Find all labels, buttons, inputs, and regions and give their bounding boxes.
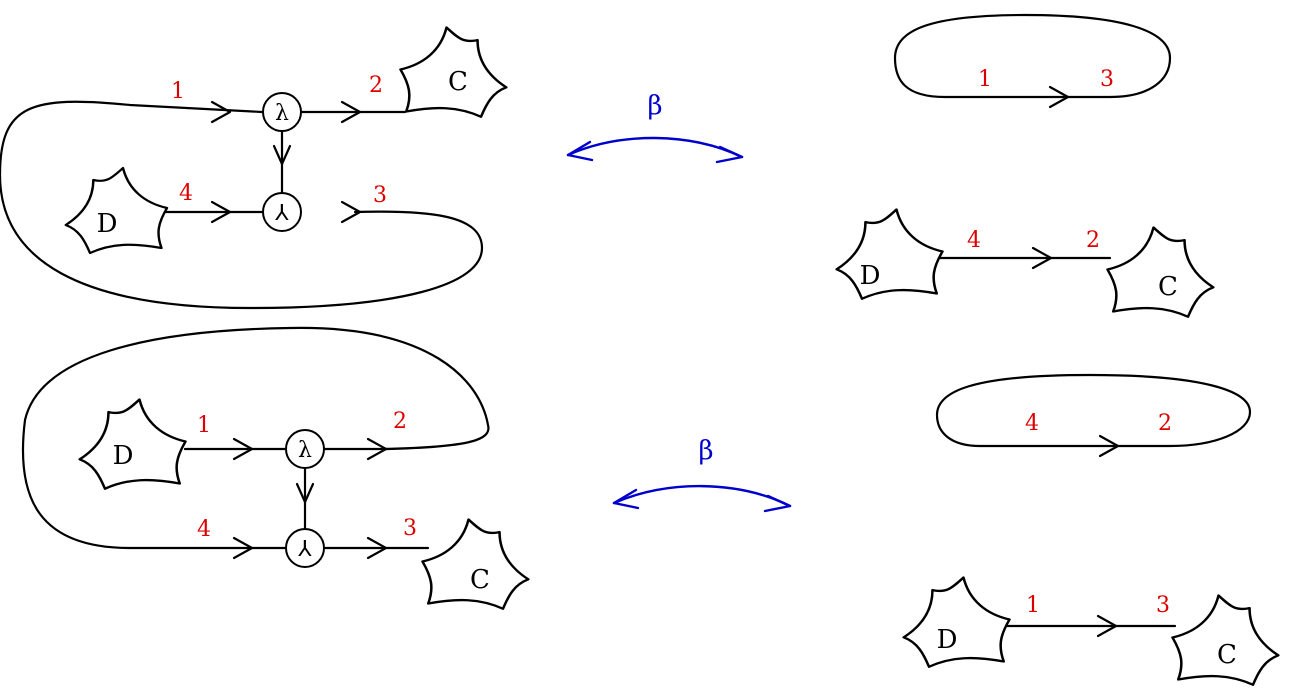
arrow-icon [295,482,315,504]
arrow-icon [715,145,744,164]
port-label: 1 [1026,593,1040,618]
beta-reduction-top: β [566,91,744,164]
arrow-icon [210,200,232,224]
port-label: 2 [369,73,383,98]
port-label: 2 [393,409,407,434]
wire-loop-1-3 [0,100,484,310]
port-label: 3 [1100,67,1114,92]
arrow-icon [566,140,594,162]
arrow-icon [1096,614,1118,638]
arrow-icon [232,437,254,461]
wire-loop-2-4 [21,326,490,550]
apply-node [285,528,325,568]
agent-c-bottom-right: C [1171,594,1280,687]
port-label: 3 [1156,593,1170,618]
agent-c-label: C [470,565,490,595]
agent-d-label: D [97,209,118,239]
port-label: 1 [197,413,211,438]
apply-node [262,192,302,232]
agent-d-top-left: D [64,166,169,255]
arrow-icon [272,144,292,166]
arrow-icon [340,200,362,224]
port-label: 2 [1158,411,1172,436]
beta-label: β [647,91,662,121]
agent-c-top-left: C [399,26,508,119]
lambda-node [262,92,302,132]
top-right-net: 1 3 D C 4 2 [835,13,1215,319]
agent-d-label: D [860,261,881,291]
arrow-icon [1031,246,1053,270]
wire-loop-1-3 [893,13,1172,99]
agent-c-label: C [1217,640,1237,670]
port-label: 2 [1086,228,1100,253]
port-label: 4 [197,517,211,542]
arrow-icon [366,536,388,560]
port-label: 1 [978,67,992,92]
arrow-icon [210,100,232,124]
agent-d-label: D [937,625,958,655]
arrow-icon [1098,434,1120,458]
agent-c-top-right: C [1106,226,1215,319]
apply-node-label: ⅄ [275,201,289,226]
port-label: 4 [179,181,193,206]
agent-c-label: C [1158,272,1178,302]
port-label: 4 [1025,411,1039,436]
arrow-icon [232,536,254,560]
apply-node-label: ⅄ [298,537,312,562]
lambda-node-label: λ [275,101,289,126]
port-label: 4 [967,228,981,253]
arrow-icon [612,488,640,510]
wire-loop-4-2 [935,373,1252,448]
agent-d-bottom-right: D [902,576,1011,669]
agent-d-label: D [113,441,134,471]
port-label: 3 [373,183,387,208]
arrow-icon [1048,85,1070,109]
bottom-right-net: 4 2 D C 1 3 [902,373,1280,687]
top-left-net: λ ⅄ C D 1 2 4 3 [0,26,508,310]
agent-d-top-right: D [835,208,944,301]
lambda-node [285,429,325,469]
port-label: 1 [171,79,185,104]
arrow-icon [340,100,362,124]
beta-reduction-bottom: β [612,436,792,513]
agent-c-label: C [448,67,468,97]
agent-d-bottom-left: D [78,398,187,491]
arrow-icon [366,437,388,461]
lambda-node-label: λ [298,438,312,463]
agent-c-bottom-left: C [421,518,530,611]
double-arrow-curve [566,136,744,159]
port-label: 3 [403,516,417,541]
arrow-icon [763,494,792,513]
double-arrow-curve [612,484,792,508]
bottom-left-net: λ ⅄ D C 1 2 4 3 [21,326,530,611]
beta-label: β [698,436,713,466]
